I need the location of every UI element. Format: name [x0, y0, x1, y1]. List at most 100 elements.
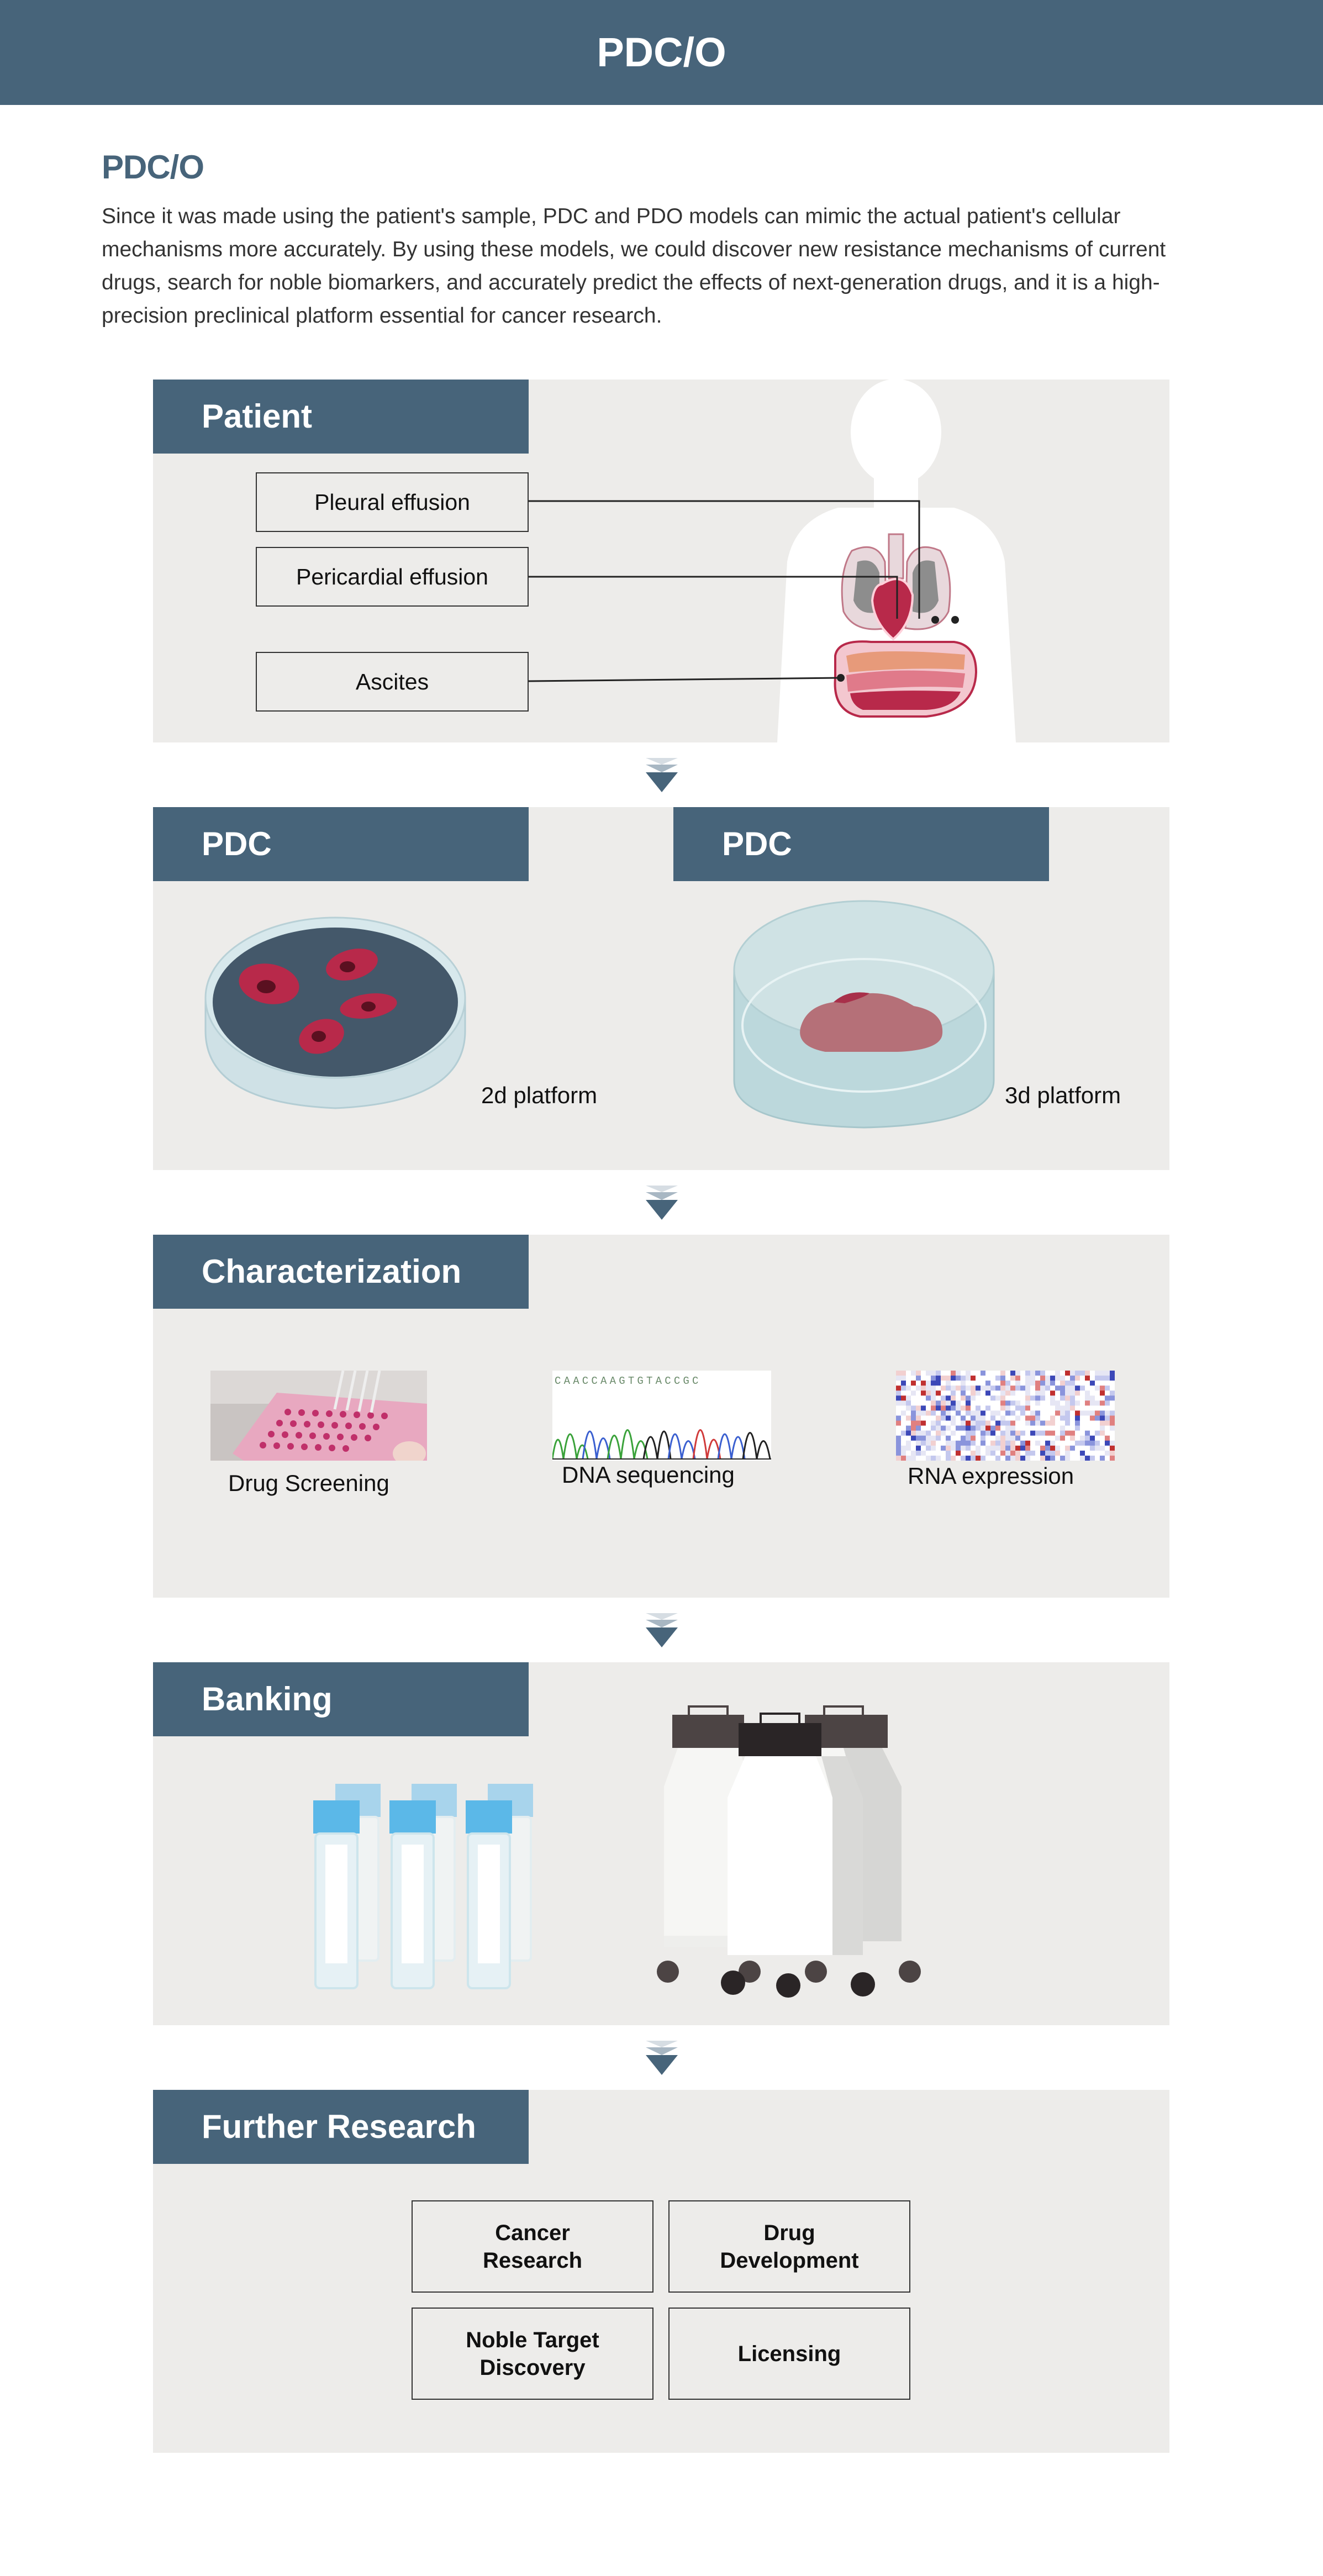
heatmap-cell — [971, 1390, 976, 1396]
heatmap-cell — [901, 1455, 906, 1461]
heatmap-cell — [1010, 1415, 1016, 1421]
heatmap-cell — [1075, 1445, 1080, 1451]
heatmap-cell — [976, 1400, 981, 1406]
petri-dish-3d-icon — [733, 900, 995, 1129]
heatmap-cell — [946, 1425, 951, 1431]
heatmap-cell — [966, 1445, 971, 1451]
heatmap-cell — [921, 1400, 926, 1406]
heatmap-cell — [1095, 1425, 1100, 1431]
heatmap-cell — [1050, 1445, 1056, 1451]
heatmap-cell — [1110, 1450, 1115, 1456]
heatmap-cell — [1060, 1455, 1066, 1461]
heatmap-cell — [1100, 1371, 1105, 1376]
nitrogen-tanks-icon — [657, 1705, 921, 1998]
heatmap-cell — [966, 1381, 971, 1386]
heatmap-cell — [966, 1455, 971, 1461]
heatmap-cell — [1110, 1455, 1115, 1461]
heatmap-cell — [1035, 1445, 1041, 1451]
heatmap-cell — [1100, 1455, 1105, 1461]
heatmap-cell — [926, 1440, 931, 1446]
banking-tab: Banking — [153, 1662, 529, 1736]
heatmap-cell — [995, 1371, 1001, 1376]
heatmap-cell — [1065, 1390, 1071, 1396]
heatmap-cell — [1065, 1415, 1071, 1421]
rna-expression-heatmap-icon — [896, 1371, 1115, 1461]
heatmap-cell — [971, 1405, 976, 1411]
heatmap-cell — [985, 1400, 991, 1406]
heatmap-cell — [971, 1440, 976, 1446]
heatmap-cell — [1070, 1430, 1076, 1436]
heatmap-cell — [1065, 1410, 1071, 1416]
heatmap-cell — [896, 1400, 902, 1406]
heatmap-cell — [926, 1395, 931, 1401]
heatmap-cell — [1025, 1455, 1031, 1461]
heatmap-cell — [1030, 1381, 1036, 1386]
heatmap-cell — [981, 1420, 986, 1426]
heatmap-cell — [906, 1405, 911, 1411]
heatmap-cell — [1075, 1386, 1080, 1391]
heatmap-cell — [906, 1386, 911, 1391]
heatmap-cell — [1005, 1395, 1011, 1401]
heatmap-cell — [916, 1395, 921, 1401]
heatmap-cell — [1030, 1395, 1036, 1401]
heatmap-cell — [995, 1450, 1001, 1456]
heatmap-cell — [990, 1410, 996, 1416]
heatmap-cell — [1005, 1386, 1011, 1391]
heatmap-cell — [1090, 1440, 1095, 1446]
heatmap-cell — [906, 1395, 911, 1401]
heatmap-cell — [1020, 1440, 1026, 1446]
drug-screening-label: Drug Screening — [228, 1470, 389, 1496]
heatmap-cell — [1015, 1455, 1021, 1461]
heatmap-cell — [921, 1455, 926, 1461]
heatmap-cell — [916, 1435, 921, 1441]
heatmap-cell — [961, 1405, 966, 1411]
heatmap-cell — [916, 1450, 921, 1456]
heatmap-cell — [931, 1386, 936, 1391]
heatmap-cell — [941, 1410, 946, 1416]
heatmap-cell — [1105, 1405, 1110, 1411]
heatmap-cell — [936, 1386, 941, 1391]
heatmap-cell — [901, 1440, 906, 1446]
heatmap-cell — [941, 1430, 946, 1436]
heatmap-cell — [990, 1405, 996, 1411]
heatmap-cell — [976, 1440, 981, 1446]
heatmap-cell — [981, 1390, 986, 1396]
heatmap-cell — [971, 1410, 976, 1416]
heatmap-cell — [961, 1425, 966, 1431]
heatmap-cell — [1020, 1425, 1026, 1431]
heatmap-cell — [1035, 1450, 1041, 1456]
heatmap-cell — [956, 1455, 961, 1461]
heatmap-cell — [1080, 1390, 1085, 1396]
heatmap-cell — [1095, 1371, 1100, 1376]
heatmap-cell — [976, 1450, 981, 1456]
heatmap-cell — [921, 1440, 926, 1446]
heatmap-cell — [1060, 1420, 1066, 1426]
heatmap-cell — [1110, 1430, 1115, 1436]
heatmap-cell — [966, 1400, 971, 1406]
heatmap-cell — [1090, 1376, 1095, 1381]
heatmap-cell — [901, 1395, 906, 1401]
heatmap-cell — [926, 1381, 931, 1386]
heatmap-cell — [1040, 1455, 1046, 1461]
heatmap-cell — [1010, 1440, 1016, 1446]
heatmap-cell — [1015, 1450, 1021, 1456]
heatmap-cell — [1000, 1381, 1006, 1386]
heatmap-cell — [1000, 1400, 1006, 1406]
heatmap-cell — [911, 1425, 916, 1431]
heatmap-cell — [1015, 1395, 1021, 1401]
heatmap-cell — [931, 1371, 936, 1376]
heatmap-cell — [981, 1435, 986, 1441]
heatmap-cell — [1105, 1400, 1110, 1406]
heatmap-cell — [931, 1445, 936, 1451]
heatmap-cell — [1015, 1386, 1021, 1391]
heatmap-cell — [1090, 1435, 1095, 1441]
heatmap-cell — [1000, 1440, 1006, 1446]
heatmap-cell — [916, 1381, 921, 1386]
heatmap-cell — [1100, 1390, 1105, 1396]
heatmap-cell — [1085, 1415, 1090, 1421]
heatmap-cell — [1040, 1430, 1046, 1436]
heatmap-cell — [926, 1400, 931, 1406]
heatmap-cell — [1090, 1445, 1095, 1451]
heatmap-cell — [961, 1435, 966, 1441]
heatmap-cell — [896, 1386, 902, 1391]
